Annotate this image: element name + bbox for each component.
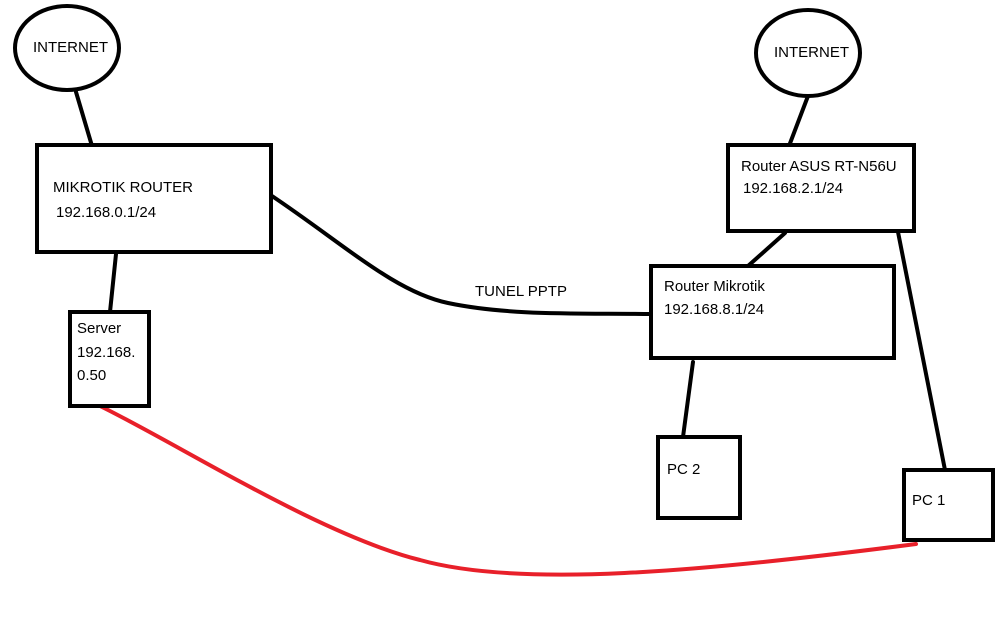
link-asus-to-pc1 (896, 230, 947, 472)
router-mikrotik-ip: 192.168.8.1/24 (664, 301, 764, 318)
router-mikrotik-name: Router Mikrotik (664, 278, 765, 295)
internet-cloud-right (754, 8, 862, 98)
server-box (68, 310, 151, 408)
link-router-mikrotik-to-pc2 (681, 360, 695, 439)
pc1-label: PC 1 (912, 492, 945, 509)
internet-label-left: INTERNET (33, 39, 108, 56)
server-ip-part1: 192.168. (77, 344, 135, 361)
mikrotik-router-ip: 192.168.0.1/24 (56, 204, 156, 221)
server-ip-part2: 0.50 (77, 367, 106, 384)
link-pptp-tunnel (270, 194, 653, 316)
mikrotik-router-box (35, 143, 273, 254)
pc2-box (656, 435, 742, 520)
link-mikrotik-to-server (108, 252, 118, 314)
mikrotik-router-name: MIKROTIK ROUTER (53, 179, 193, 196)
router-mikrotik-box (649, 264, 896, 360)
pc1-box (902, 468, 995, 542)
link-internet-left-to-mikrotik (74, 90, 94, 148)
server-name: Server (77, 320, 121, 337)
pc2-label: PC 2 (667, 461, 700, 478)
link-internet-right-to-asus (787, 94, 810, 148)
asus-router-box (726, 143, 916, 233)
tunnel-label: TUNEL PPTP (475, 283, 567, 300)
asus-router-ip: 192.168.2.1/24 (743, 180, 843, 197)
internet-label-right: INTERNET (774, 44, 849, 61)
link-asus-to-router-mikrotik (746, 231, 787, 268)
internet-cloud-left (13, 4, 121, 92)
link-server-to-pc1-red (98, 404, 918, 577)
asus-router-name: Router ASUS RT-N56U (741, 158, 897, 175)
